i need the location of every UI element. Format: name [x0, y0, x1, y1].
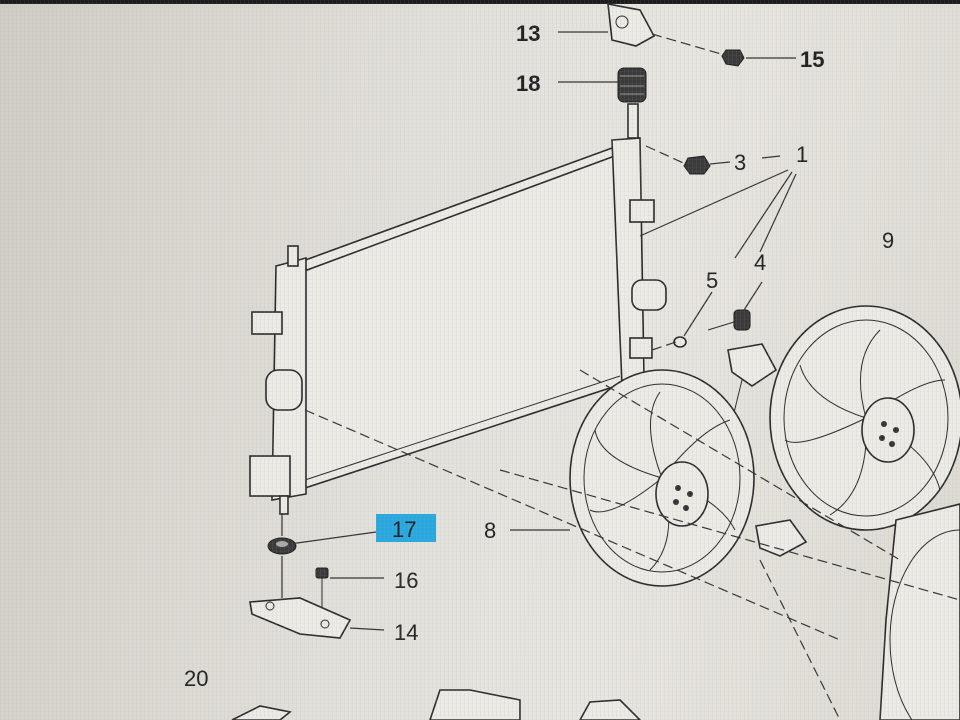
callout-8: 8 — [484, 518, 496, 543]
screen-top-edge — [0, 0, 960, 4]
lower-insulator[interactable] — [267, 537, 297, 555]
upper-bushing[interactable] — [617, 67, 647, 139]
cooling-fan-primary[interactable] — [569, 369, 755, 587]
callout-20: 20 — [184, 666, 208, 691]
highlighted-callout-17[interactable]: 17 — [376, 514, 436, 542]
callout-9: 9 — [882, 228, 894, 253]
callout-13: 13 — [516, 21, 540, 46]
lower-partial-components — [231, 689, 642, 720]
callout-5: 5 — [706, 268, 718, 293]
cooling-fan-secondary[interactable] — [769, 305, 960, 531]
fan-clip[interactable] — [755, 519, 808, 557]
bracket-bolt[interactable] — [721, 49, 745, 67]
sensor-part[interactable] — [707, 309, 751, 331]
callout-3: 3 — [734, 150, 746, 175]
o-ring[interactable] — [673, 336, 687, 348]
callout-14: 14 — [394, 620, 418, 645]
radiator-nut[interactable] — [683, 155, 711, 175]
callout-18: 18 — [516, 71, 540, 96]
leader-lines — [281, 31, 960, 720]
callout-17: 17 — [392, 517, 416, 542]
callout-16: 16 — [394, 568, 418, 593]
callout-15: 15 — [800, 47, 824, 72]
callout-4: 4 — [754, 250, 766, 275]
callout-1: 1 — [796, 142, 808, 167]
upper-bracket[interactable] — [607, 3, 656, 47]
fan-shroud[interactable] — [879, 503, 960, 720]
lower-bracket[interactable] — [249, 597, 352, 639]
radiator-assembly[interactable] — [249, 137, 667, 515]
